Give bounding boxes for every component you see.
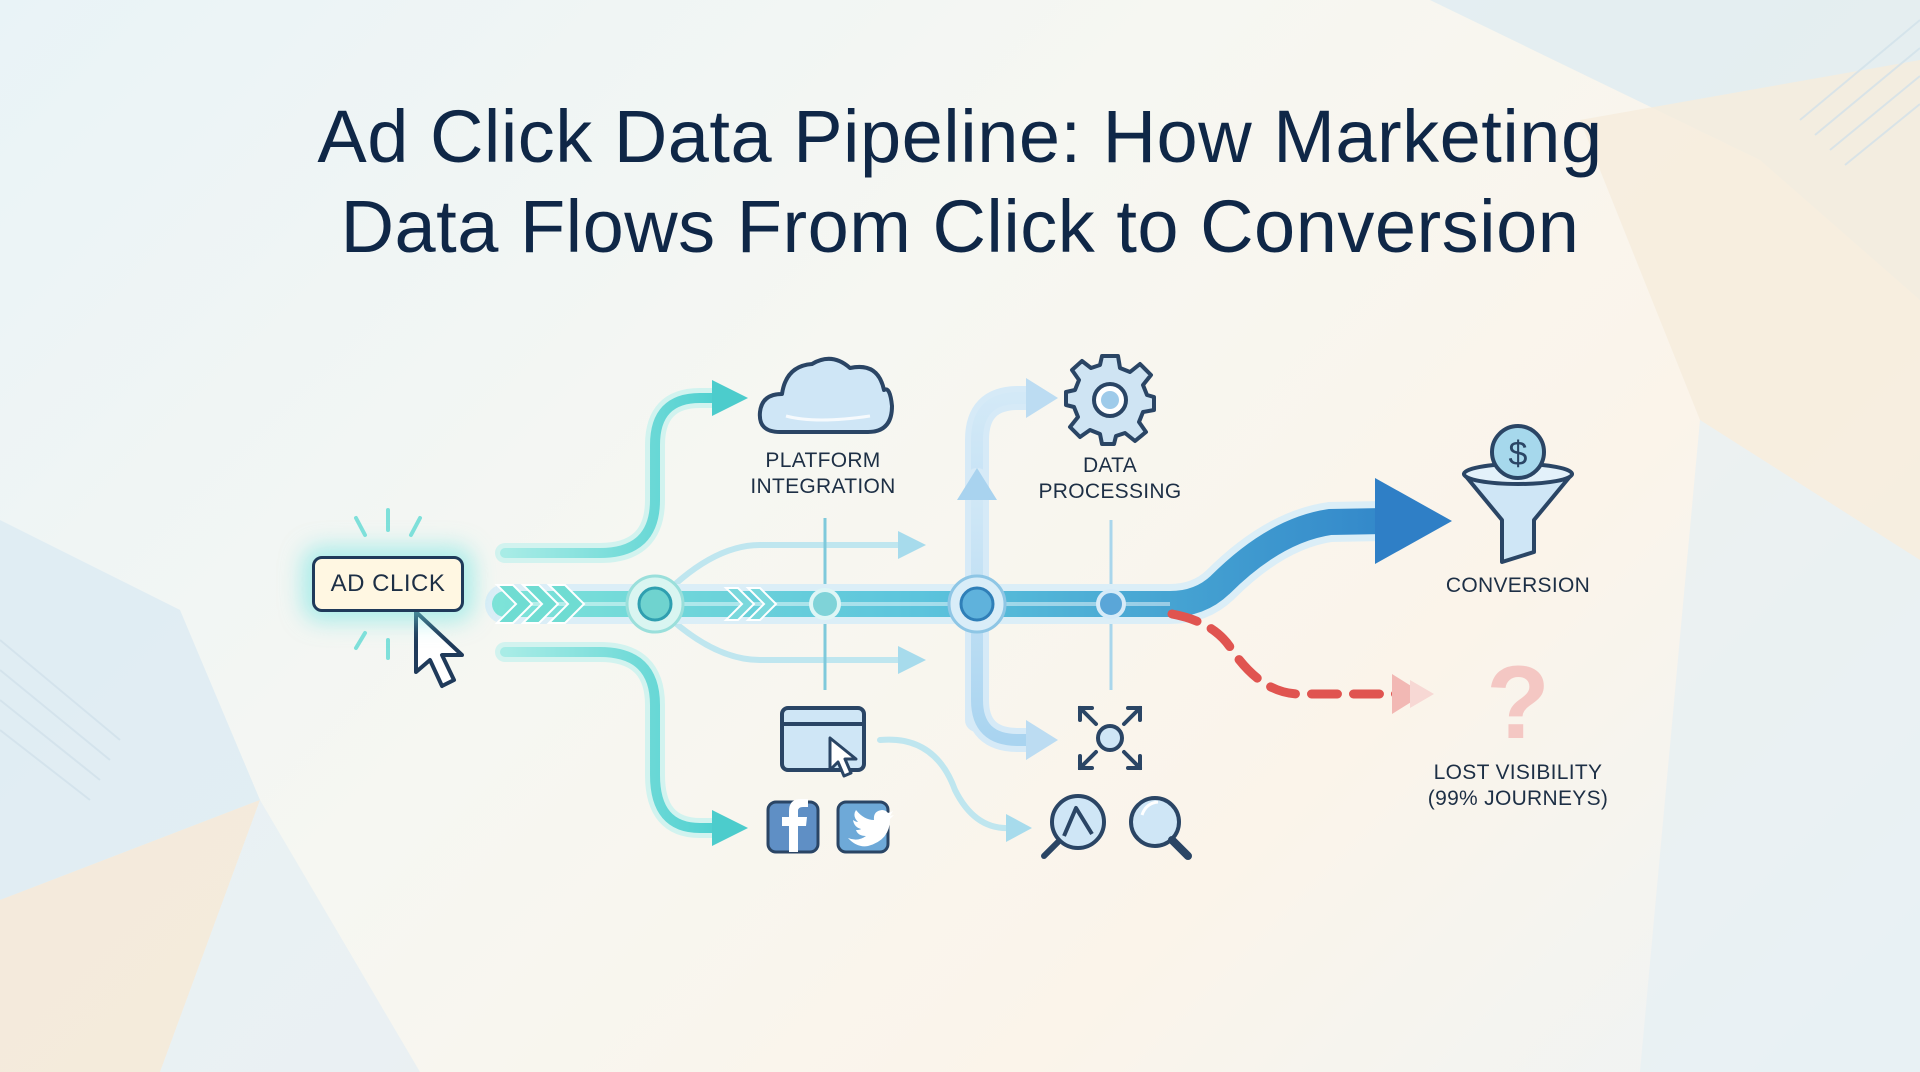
ad-click-node: AD CLICK	[312, 556, 464, 612]
platform-integration-label: PLATFORM INTEGRATION	[723, 448, 923, 500]
chevrons-start	[494, 584, 586, 624]
lost-visibility-label-line-1: LOST VISIBILITY	[1433, 761, 1603, 784]
hub-output	[1096, 589, 1126, 619]
dollar-sign-icon: $	[1509, 435, 1528, 473]
title-line-1: Ad Click Data Pipeline: How Marketing	[317, 95, 1603, 178]
hub-processing	[947, 574, 1007, 634]
chevrons-mid	[723, 587, 778, 621]
page-title: Ad Click Data Pipeline: How Marketing Da…	[0, 92, 1920, 272]
cloud-icon	[757, 356, 894, 434]
data-processing-label: DATA PROCESSING	[1010, 453, 1210, 505]
question-mark: ?	[1486, 645, 1550, 761]
flow-main	[485, 478, 1452, 624]
platform-integration-label-line-1: PLATFORM	[765, 449, 881, 472]
analytics-icon	[1041, 794, 1106, 859]
gear-icon	[1064, 354, 1156, 446]
flow-lost	[1167, 609, 1434, 714]
cursor-icon	[414, 610, 464, 688]
flow-branch-processing	[957, 378, 1058, 760]
question-icon: ?	[1486, 645, 1550, 761]
browser-window-icon	[780, 706, 866, 778]
title-line-2: Data Flows From Click to Conversion	[340, 185, 1580, 268]
lost-visibility-label-line-2: (99% JOURNEYS)	[1427, 787, 1609, 810]
funnel-icon: $	[1462, 424, 1574, 564]
flow-branch-upper	[495, 380, 748, 563]
data-processing-label-line-2: PROCESSING	[1038, 480, 1182, 503]
conversion-label: CONVERSION	[1445, 574, 1591, 597]
lost-visibility-label: LOST VISIBILITY (99% JOURNEYS)	[1398, 760, 1638, 812]
platform-integration-label-line-2: INTEGRATION	[750, 475, 896, 498]
twitter-icon	[836, 800, 894, 854]
hub-integration	[809, 588, 841, 620]
facebook-icon	[766, 799, 820, 854]
click-spark-icon	[354, 508, 422, 660]
hub-split	[625, 574, 685, 634]
search-icon	[1129, 796, 1192, 860]
data-processing-label-line-1: DATA	[1082, 454, 1138, 477]
target-icon	[1078, 706, 1142, 770]
flow-branch-lower	[495, 642, 748, 846]
